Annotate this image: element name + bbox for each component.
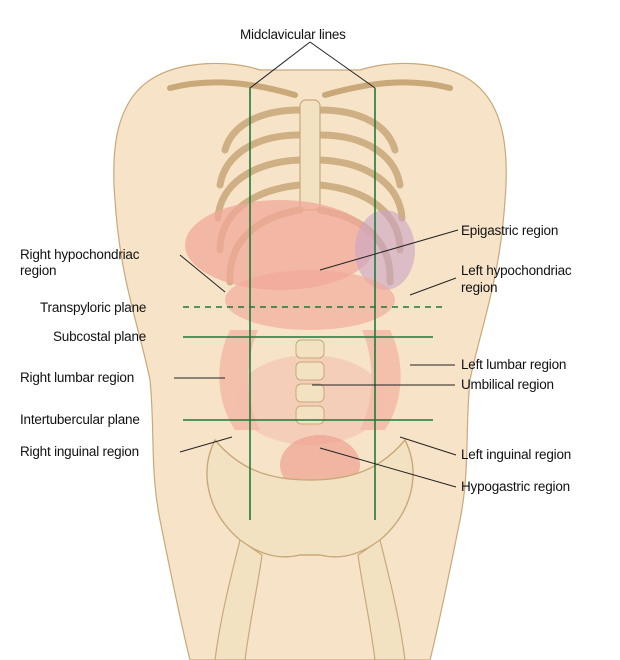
umbilical-region-label: Umbilical region: [461, 377, 554, 392]
left-hypochondriac-label-line2: region: [461, 280, 497, 295]
transpyloric-plane-label: Transpyloric plane: [40, 300, 146, 315]
left-inguinal-region-label: Left inguinal region: [461, 447, 571, 462]
subcostal-plane-label: Subcostal plane: [53, 329, 146, 344]
right-lumbar-region-label: Right lumbar region: [20, 370, 134, 385]
left-lumbar-region-label: Left lumbar region: [461, 357, 566, 372]
hypogastric-region-label: Hypogastric region: [461, 479, 570, 494]
intertubercular-plane-label: Intertubercular plane: [20, 412, 140, 427]
right-hypochondriac-label-line2: region: [20, 263, 56, 278]
epigastric-region-label: Epigastric region: [461, 223, 558, 238]
sternum: [300, 100, 320, 210]
left-hypochondriac-label-line1: Left hypochondriac: [461, 263, 572, 278]
midclavicular-lines-label: Midclavicular lines: [240, 27, 346, 42]
right-hypochondriac-label-line1: Right hypochondriac: [20, 247, 140, 262]
right-inguinal-region-label: Right inguinal region: [20, 444, 139, 459]
